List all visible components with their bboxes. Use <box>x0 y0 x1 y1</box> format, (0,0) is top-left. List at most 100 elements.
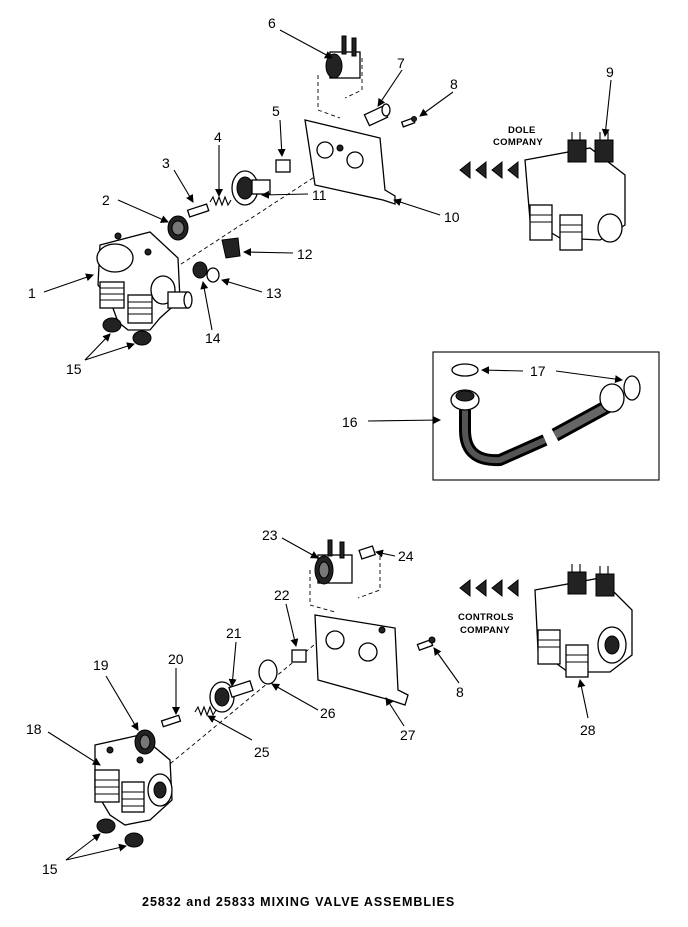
label-25: 25 <box>254 744 270 760</box>
washer-part-13 <box>206 267 220 283</box>
leader-21 <box>228 641 237 687</box>
ring-part-26 <box>258 659 278 685</box>
label-8-lower: 8 <box>456 684 464 700</box>
alignment-line-lower-solenoid <box>309 570 336 613</box>
label-15-lower: 15 <box>42 861 58 877</box>
label-21: 21 <box>226 625 242 641</box>
leader-17b <box>555 370 623 384</box>
label-5: 5 <box>272 103 280 119</box>
label-26: 26 <box>320 705 336 721</box>
bracket-part-10 <box>304 119 396 205</box>
leader-15b-lower <box>65 843 127 861</box>
controls-valve-part-28 <box>534 564 633 678</box>
leader-15a-lower <box>65 833 101 861</box>
alignment-line-upper-main <box>174 169 326 269</box>
leader-19 <box>105 675 139 731</box>
leader-28 <box>577 679 589 719</box>
spring-part-25 <box>194 705 217 717</box>
label-6: 6 <box>268 15 276 31</box>
leader-2 <box>117 199 169 223</box>
screw-part-8-lower <box>416 636 436 652</box>
leader-23 <box>281 537 319 559</box>
controls-company-line2: COMPANY <box>460 625 510 636</box>
label-12: 12 <box>297 246 313 262</box>
leader-27 <box>385 697 405 727</box>
leader-10 <box>393 198 441 216</box>
leader-14 <box>200 281 213 331</box>
label-1: 1 <box>28 285 36 301</box>
alignment-line-lower-solenoid-2 <box>357 556 381 599</box>
label-23: 23 <box>262 527 278 543</box>
leader-24 <box>375 549 396 558</box>
label-9: 9 <box>606 64 614 80</box>
solenoid-part-6 <box>325 35 361 79</box>
label-8-upper: 8 <box>450 76 458 92</box>
solenoid-part-23 <box>314 539 353 585</box>
leader-18 <box>47 731 101 766</box>
sleeve-part-7 <box>363 103 391 127</box>
dole-company-line1: DOLE <box>508 125 536 136</box>
label-15-upper: 15 <box>66 361 82 377</box>
leader-7 <box>377 69 403 107</box>
leader-11 <box>261 190 309 199</box>
plunger-part-22 <box>291 649 307 663</box>
leader-9 <box>601 79 612 137</box>
alignment-line-lower-main <box>164 639 321 769</box>
label-3: 3 <box>162 155 170 171</box>
sleeve-part-24 <box>358 545 377 560</box>
label-4: 4 <box>214 129 222 145</box>
leader-8-upper <box>419 91 454 117</box>
nut-part-14 <box>192 261 208 279</box>
gaskets-part-17 <box>451 363 641 401</box>
screens-part-15-lower <box>96 818 144 848</box>
label-18: 18 <box>26 721 42 737</box>
leader-17a <box>481 366 524 375</box>
leader-15b-upper <box>84 342 135 361</box>
bracket-part-27 <box>314 614 409 706</box>
leader-5 <box>277 119 286 157</box>
hose-inset-frame <box>432 351 660 481</box>
diaphragm-part-2 <box>167 215 189 241</box>
label-16: 16 <box>342 414 358 430</box>
controls-company-line1: CONTROLS <box>458 612 514 623</box>
valve-body-part-18 <box>94 734 173 826</box>
leader-12 <box>243 248 294 257</box>
label-19: 19 <box>93 657 109 673</box>
leader-22 <box>285 603 299 647</box>
pin-part-3 <box>186 203 210 218</box>
label-27: 27 <box>400 727 416 743</box>
pin-part-20 <box>160 714 182 728</box>
label-20: 20 <box>168 651 184 667</box>
label-22: 22 <box>274 587 290 603</box>
alignment-line-upper-solenoid <box>317 75 341 119</box>
leader-6 <box>279 29 333 59</box>
label-2: 2 <box>102 192 110 208</box>
leader-16 <box>367 416 441 425</box>
direction-arrows-controls <box>459 578 519 598</box>
label-28: 28 <box>580 722 596 738</box>
dole-company-line2: COMPANY <box>493 137 543 148</box>
diaphragm-part-19 <box>134 729 156 755</box>
valve-body-part-1 <box>96 231 193 331</box>
leader-3 <box>173 169 194 203</box>
guide-part-21 <box>209 680 254 713</box>
clip-part-12 <box>221 237 241 259</box>
hose-part-16 <box>450 383 625 467</box>
leader-8-lower <box>433 647 460 684</box>
dole-valve-part-9 <box>524 132 626 251</box>
label-10: 10 <box>444 209 460 225</box>
spring-part-4 <box>209 195 232 207</box>
label-14: 14 <box>205 330 221 346</box>
leader-15a-upper <box>84 333 111 361</box>
plunger-part-5 <box>275 159 291 173</box>
screw-part-8-upper <box>400 116 417 128</box>
label-7: 7 <box>397 55 405 71</box>
diagram-caption: 25832 and 25833 MIXING VALVE ASSEMBLIES <box>142 895 455 909</box>
alignment-line-upper-solenoid-2 <box>344 58 363 99</box>
leader-13 <box>221 278 263 293</box>
label-24: 24 <box>398 548 414 564</box>
screens-part-15-upper <box>102 317 152 346</box>
guide-part-11 <box>231 170 271 206</box>
label-17: 17 <box>530 363 546 379</box>
